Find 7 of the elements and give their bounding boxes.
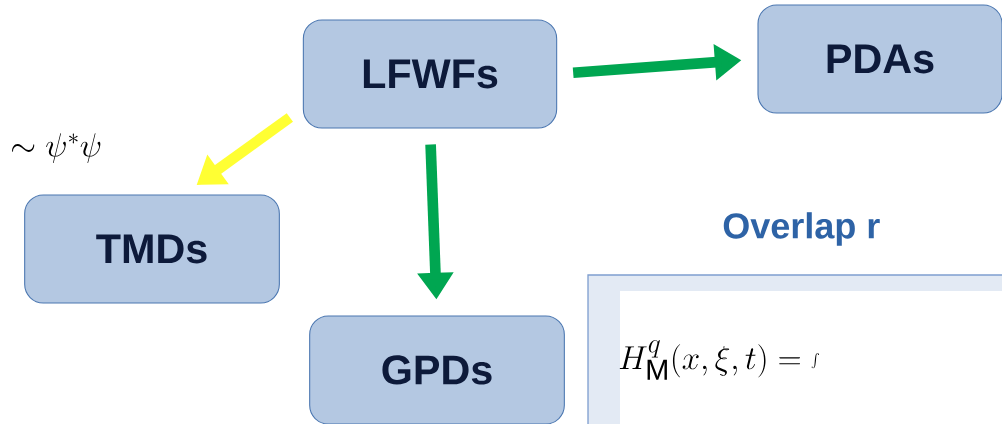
process-box: LFWFs: [302, 19, 558, 129]
process-box: GPDs: [309, 315, 565, 424]
process-box: PDAs: [757, 4, 1002, 114]
process-box: TMDs: [24, 194, 280, 304]
formula-panel: $H^q_{\mathrm{M}}(x,\xi,t) = \int$: [587, 274, 1002, 424]
heading: Overlap r: [723, 212, 880, 246]
formula-label: $\sim \psi^*\psi$: [12, 133, 101, 164]
